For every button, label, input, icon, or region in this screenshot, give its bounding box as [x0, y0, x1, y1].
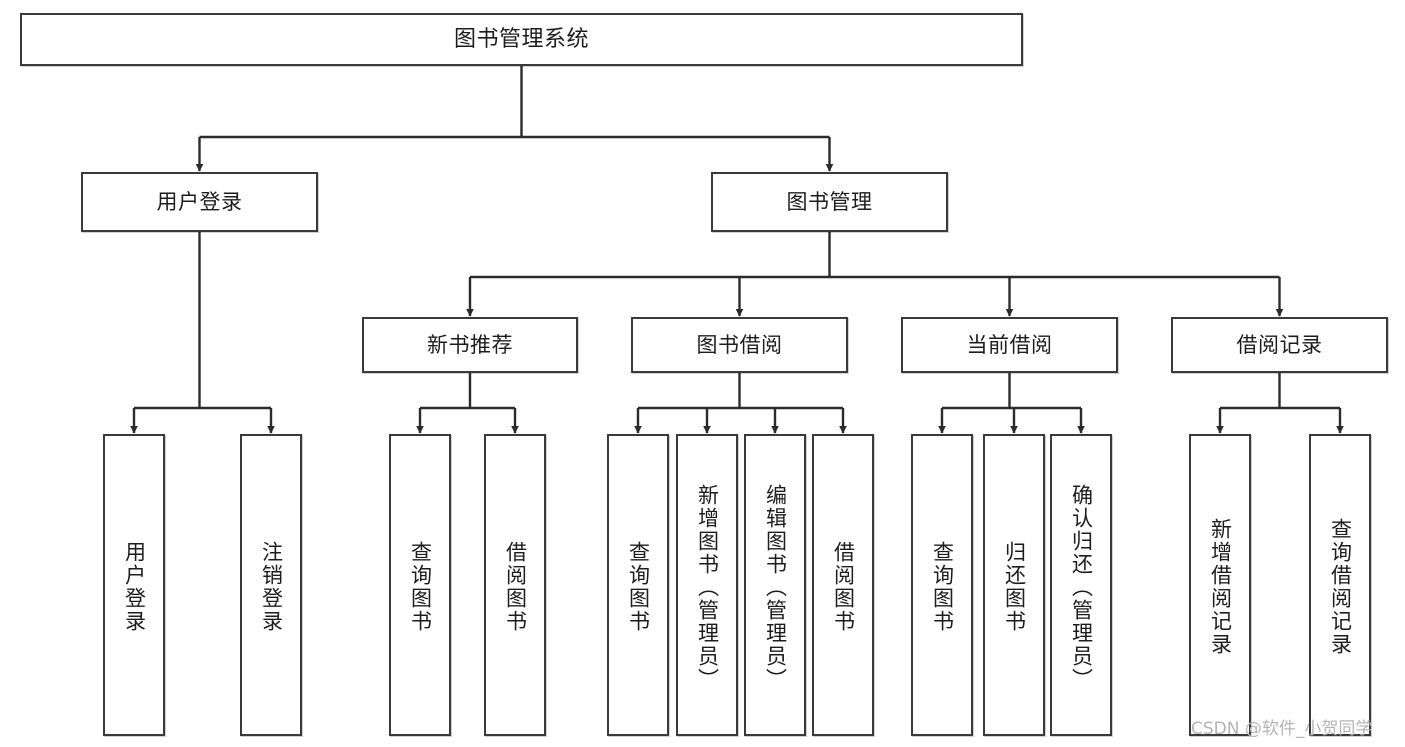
node-borrow[interactable]: 图书借阅: [631, 317, 848, 373]
node-bookmgmt[interactable]: 图书管理: [711, 172, 948, 232]
node-label: 图书借阅: [696, 332, 783, 357]
node-label: 查询借阅记录: [1328, 518, 1353, 656]
node-root[interactable]: 图书管理系统: [20, 13, 1023, 66]
node-leaf-13[interactable]: 查询借阅记录: [1309, 434, 1371, 736]
node-label: 用户登录: [122, 541, 147, 633]
node-newbook[interactable]: 新书推荐: [362, 317, 578, 373]
node-leaf-06[interactable]: 新增图书（管理员）: [676, 434, 738, 736]
node-label: 借阅图书: [503, 541, 528, 633]
node-leaf-08[interactable]: 借阅图书: [812, 434, 874, 736]
node-leaf-01[interactable]: 用户登录: [103, 434, 165, 736]
node-label: 图书管理系统: [453, 26, 589, 52]
node-label: 新增图书（管理员）: [695, 483, 720, 691]
node-current[interactable]: 当前借阅: [901, 317, 1118, 373]
node-label: 图书管理: [786, 189, 873, 214]
node-label: 借阅图书: [831, 541, 856, 633]
node-label: 查询图书: [408, 541, 433, 633]
csdn-watermark: CSDN @软件_小贺同学: [1191, 719, 1373, 739]
node-leaf-11[interactable]: 确认归还（管理员）: [1050, 434, 1112, 736]
node-label: 当前借阅: [966, 332, 1053, 357]
node-leaf-09[interactable]: 查询图书: [911, 434, 973, 736]
node-label: 查询图书: [626, 541, 651, 633]
edge-group: [130, 66, 1344, 434]
node-label: 编辑图书（管理员）: [763, 483, 788, 691]
node-leaf-07[interactable]: 编辑图书（管理员）: [744, 434, 806, 736]
node-label: 注销登录: [259, 541, 284, 633]
node-leaf-10[interactable]: 归还图书: [983, 434, 1045, 736]
node-records[interactable]: 借阅记录: [1171, 317, 1388, 373]
node-leaf-05[interactable]: 查询图书: [607, 434, 669, 736]
node-leaf-04[interactable]: 借阅图书: [484, 434, 546, 736]
node-label: 归还图书: [1002, 541, 1027, 633]
node-label: 查询图书: [930, 541, 955, 633]
node-label: 确认归还（管理员）: [1069, 483, 1094, 691]
node-label: 用户登录: [156, 189, 243, 214]
node-leaf-03[interactable]: 查询图书: [389, 434, 451, 736]
node-login[interactable]: 用户登录: [81, 172, 318, 232]
node-label: 借阅记录: [1236, 332, 1323, 357]
node-label: 新书推荐: [427, 332, 513, 357]
node-leaf-02[interactable]: 注销登录: [240, 434, 302, 736]
node-leaf-12[interactable]: 新增借阅记录: [1189, 434, 1251, 736]
node-label: 新增借阅记录: [1208, 518, 1233, 656]
